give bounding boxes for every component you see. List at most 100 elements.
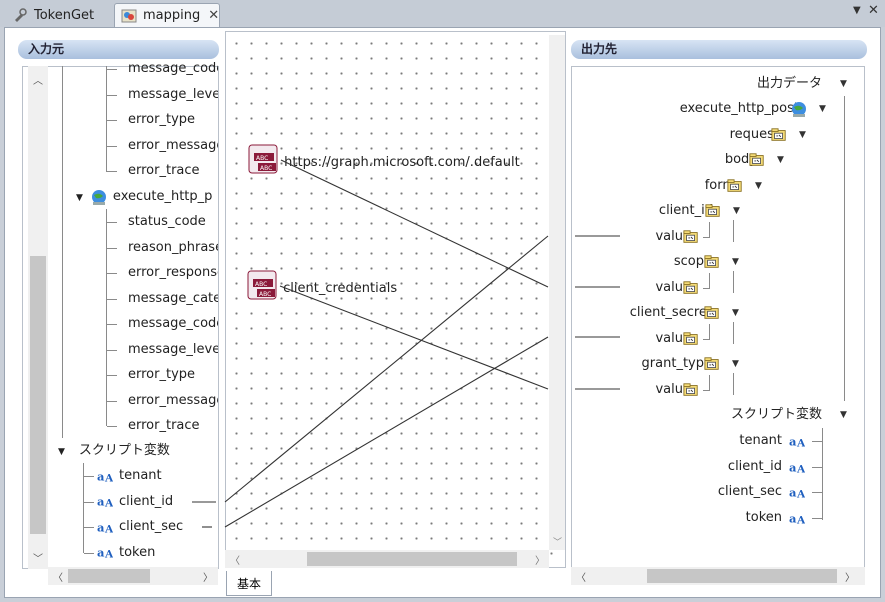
tree-connector (733, 220, 734, 242)
target-node[interactable]: value (477, 381, 691, 399)
tree-node[interactable]: error_message (128, 137, 218, 155)
tab-basic[interactable]: 基本 (226, 571, 272, 596)
target-script-var-client-id[interactable]: client_id (600, 458, 782, 476)
tree-node[interactable]: message_code (128, 315, 218, 333)
target-node[interactable]: grant_type (498, 355, 712, 373)
tree-node[interactable]: error_response (128, 264, 218, 282)
tree-connector (812, 441, 822, 442)
scrollbar-thumb[interactable] (307, 552, 517, 566)
target-node[interactable]: scope (498, 253, 712, 271)
close-icon[interactable]: ✕ (868, 3, 879, 18)
tree-clip: message_level (0, 0, 218, 602)
scroll-right-icon[interactable]: 〉 (535, 556, 545, 567)
scroll-down-icon[interactable]: ﹀ (553, 538, 563, 548)
scroll-down-icon[interactable]: ﹀ (33, 554, 43, 565)
chevron-down-icon[interactable]: ▼ (819, 104, 826, 114)
target-node-label: request (729, 127, 779, 142)
tree-node[interactable]: message_level (128, 86, 218, 104)
chevron-down-icon[interactable]: ▼ (732, 257, 739, 267)
svg-text:a: a (97, 469, 105, 483)
scroll-left-icon[interactable]: 〈 (230, 556, 240, 567)
script-var-label: tenant (119, 468, 162, 483)
output-root-node[interactable]: 出力データ (700, 75, 822, 93)
chevron-down-icon[interactable]: ▼ (732, 308, 739, 318)
tree-node[interactable]: ▼execute_http_p (76, 188, 212, 206)
chevron-down-icon[interactable]: ▼ (840, 79, 847, 89)
folder-icon (771, 127, 787, 143)
svg-text:A: A (796, 462, 805, 475)
target-node[interactable]: client_secret (498, 304, 712, 322)
target-tree-horizontal-scrollbar[interactable]: 〈 〉 (571, 567, 865, 585)
svg-text:A: A (796, 436, 805, 449)
chevron-down-icon[interactable]: ▼ (840, 410, 847, 420)
chevron-down-icon[interactable]: ▼ (733, 206, 740, 216)
chevron-down-icon[interactable]: ▼ (732, 359, 739, 369)
target-node[interactable]: client_id (499, 202, 713, 220)
tree-connector (84, 476, 94, 477)
canvas-vertical-scrollbar[interactable]: ﹀ (549, 35, 565, 550)
tree-node[interactable]: message_code (128, 60, 218, 78)
scroll-left-icon[interactable]: 〈 (576, 573, 586, 584)
target-node[interactable]: value (477, 330, 691, 348)
canvas-horizontal-scrollbar[interactable]: 〈 〉 (225, 550, 549, 568)
script-vars-node[interactable]: スクリプト変数 (700, 406, 822, 424)
target-script-var-client-sec[interactable]: client_sec (600, 483, 782, 501)
scroll-right-icon[interactable]: 〉 (203, 573, 213, 584)
tree-node[interactable]: status_code (128, 213, 206, 231)
scroll-right-icon[interactable]: 〉 (845, 573, 855, 584)
close-icon[interactable]: ✕ (208, 8, 220, 23)
folder-icon (683, 382, 699, 398)
tree-connector (733, 271, 734, 293)
target-script-var-tenant[interactable]: tenant (600, 432, 782, 450)
tree-node[interactable]: error_type (128, 366, 195, 384)
target-node[interactable]: request (565, 126, 779, 144)
tree-connector (107, 248, 117, 249)
scroll-left-icon[interactable]: 〈 (53, 573, 63, 584)
script-vars-node[interactable]: ▼スクリプト変数 (58, 442, 170, 460)
chevron-down-icon[interactable]: ▼ (853, 5, 861, 16)
target-panel-header: 出力先 (571, 40, 867, 59)
folder-icon (749, 152, 765, 168)
tree-connector (709, 273, 710, 289)
target-node[interactable]: value (477, 279, 691, 297)
scrollbar-thumb[interactable] (647, 569, 837, 583)
scrollbar-thumb[interactable] (30, 256, 46, 534)
tab-mapping[interactable]: mapping ✕ (114, 3, 220, 27)
target-node[interactable]: form (521, 177, 735, 195)
target-node[interactable]: value (477, 228, 691, 246)
tree-node[interactable]: message_level (128, 341, 218, 359)
tree-node[interactable]: error_trace (128, 162, 200, 180)
constant-value: https://graph.microsoft.com/.default (284, 155, 520, 170)
chevron-down-icon[interactable]: ▼ (755, 181, 762, 191)
tab-tokenget[interactable]: TokenGet (6, 3, 112, 27)
tree-node[interactable]: reason_phrase (128, 239, 218, 257)
tree-connector (703, 390, 709, 391)
target-node[interactable]: body (543, 151, 757, 169)
tree-node[interactable]: message_cate (128, 290, 218, 308)
tab-label: TokenGet (34, 7, 95, 23)
chevron-down-icon[interactable]: ▼ (76, 193, 83, 203)
tree-node[interactable]: error_type (128, 111, 195, 129)
target-script-var-token[interactable]: token (600, 509, 782, 527)
chevron-down-icon[interactable]: ▼ (777, 155, 784, 165)
tree-node[interactable]: error_trace (128, 417, 200, 435)
scrollbar-thumb[interactable] (68, 569, 150, 583)
tree-connector (709, 222, 710, 238)
chevron-down-icon[interactable]: ▼ (58, 447, 65, 457)
tree-node[interactable]: error_message (128, 392, 218, 410)
source-tree-vertical-scrollbar[interactable]: ︿ ﹀ (28, 66, 48, 569)
chevron-down-icon[interactable]: ▼ (799, 130, 806, 140)
scroll-up-icon[interactable]: ︿ (33, 76, 43, 87)
source-tree-horizontal-scrollbar[interactable]: 〈 〉 (48, 567, 218, 585)
script-var-label: client_id (119, 493, 174, 509)
target-node[interactable]: execute_http_post (585, 100, 799, 118)
